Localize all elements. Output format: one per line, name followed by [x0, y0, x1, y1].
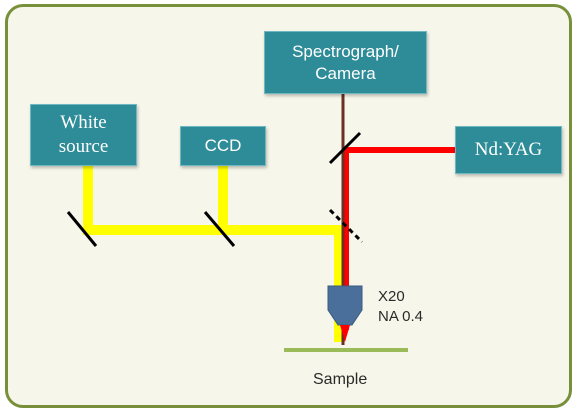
ccd-label: CCD — [204, 136, 242, 155]
microscope-objective — [327, 285, 363, 342]
white-source-box: White source — [30, 104, 137, 166]
dichroic-mirror — [328, 131, 362, 165]
ccd-box: CCD — [180, 126, 266, 166]
spectrograph-camera-label: Spectrograph/ Camera — [292, 41, 399, 83]
dashed-beam-splitter — [328, 208, 364, 244]
white-source-mirror — [66, 211, 98, 247]
ndyag-laser-label: Nd:YAG — [474, 139, 543, 160]
ccd-beam-splitter — [203, 211, 236, 247]
white-light-path — [83, 166, 345, 342]
sample-label: Sample — [313, 371, 368, 388]
objective-body — [327, 285, 363, 326]
focused-beam-tip — [340, 325, 350, 342]
spectrograph-camera-box: Spectrograph/ Camera — [264, 31, 427, 94]
objective-label: X20 NA 0.4 — [378, 288, 424, 325]
ndyag-laser-box: Nd:YAG — [455, 126, 562, 174]
white-source-label: White source — [58, 112, 109, 157]
